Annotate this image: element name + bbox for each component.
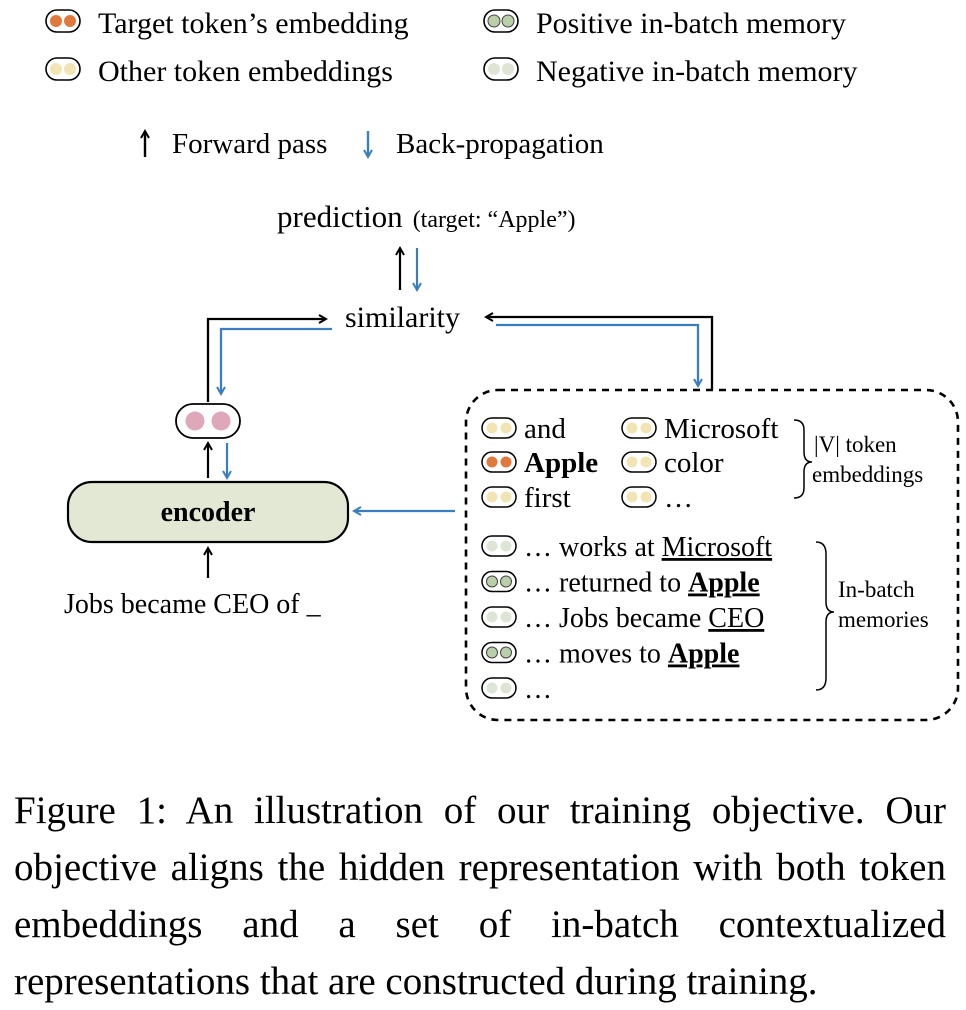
memory-box bbox=[464, 388, 960, 722]
hidden-representation-icon bbox=[175, 403, 241, 439]
vocab-brace bbox=[793, 419, 813, 499]
forward-arrow-memory-to-similarity bbox=[486, 317, 714, 390]
vocab-token-label: first bbox=[524, 482, 571, 514]
memory-item-text: … bbox=[524, 674, 552, 705]
backprop-arrow-similarity-to-memory bbox=[496, 323, 698, 386]
encoder-box bbox=[66, 480, 350, 544]
vocab-token-target-icon bbox=[481, 451, 517, 473]
in-batch-memory-list: … works at Microsoft … returned to Apple …… bbox=[481, 532, 772, 705]
memory-negative-icon bbox=[481, 606, 517, 628]
legend-negative-icon bbox=[483, 57, 519, 81]
memory-brace bbox=[815, 541, 835, 691]
vocab-token-label: Apple bbox=[524, 447, 598, 479]
figure-diagram: Target token’s embedding Positive in-bat… bbox=[45, 7, 960, 722]
memory-negative-icon bbox=[481, 677, 517, 699]
forward-arrow-hidden-to-similarity bbox=[206, 319, 326, 402]
memory-item-text: … returned to Apple bbox=[524, 568, 760, 599]
vocab-token-icon bbox=[481, 486, 517, 508]
memory-item-text: … Jobs became CEO bbox=[524, 603, 764, 634]
similarity-label: similarity bbox=[345, 301, 460, 334]
legend-positive-label: Positive in-batch memory bbox=[536, 7, 846, 40]
vocab-token-icon bbox=[621, 486, 657, 508]
encoder-label: encoder bbox=[161, 497, 256, 528]
memory-brace-label-line1: In-batch bbox=[838, 577, 915, 602]
legend-backprop-label: Back-propagation bbox=[396, 128, 604, 160]
memory-negative-icon bbox=[481, 535, 517, 557]
vocab-brace-label-line2: embeddings bbox=[812, 462, 923, 487]
legend-other-label: Other token embeddings bbox=[98, 55, 393, 88]
legend-other-icon bbox=[45, 57, 81, 81]
memory-item-text: … works at Microsoft bbox=[524, 532, 772, 563]
vocab-token-icon bbox=[621, 451, 657, 473]
memory-positive-icon bbox=[481, 641, 517, 664]
backprop-arrow-similarity-to-hidden bbox=[221, 327, 332, 394]
legend-target-icon bbox=[45, 9, 81, 33]
figure-caption: Figure 1: An illustration of our trainin… bbox=[14, 789, 946, 1003]
legend: Target token’s embedding Positive in-bat… bbox=[45, 7, 858, 160]
legend-forward-label: Forward pass bbox=[172, 128, 327, 160]
vocab-token-icon bbox=[621, 417, 657, 439]
vocab-token-icon bbox=[481, 417, 517, 439]
legend-target-label: Target token’s embedding bbox=[98, 7, 409, 40]
vocab-token-label: color bbox=[664, 447, 724, 479]
vocab-brace-label-line1: |V| token bbox=[814, 432, 897, 457]
encoder-input-text: Jobs became CEO of _ bbox=[64, 589, 322, 620]
legend-negative-label: Negative in-batch memory bbox=[536, 55, 858, 88]
vocab-token-label: … bbox=[664, 482, 693, 514]
memory-brace-label-line2: memories bbox=[838, 607, 929, 632]
legend-positive-icon bbox=[483, 9, 519, 33]
memory-positive-icon bbox=[481, 570, 517, 593]
vocab-token-label: and bbox=[524, 413, 566, 445]
vocab-token-label: Microsoft bbox=[664, 413, 778, 445]
prediction-label: prediction(target: “Apple”) bbox=[277, 199, 576, 234]
memory-item-text: … moves to Apple bbox=[524, 639, 739, 670]
